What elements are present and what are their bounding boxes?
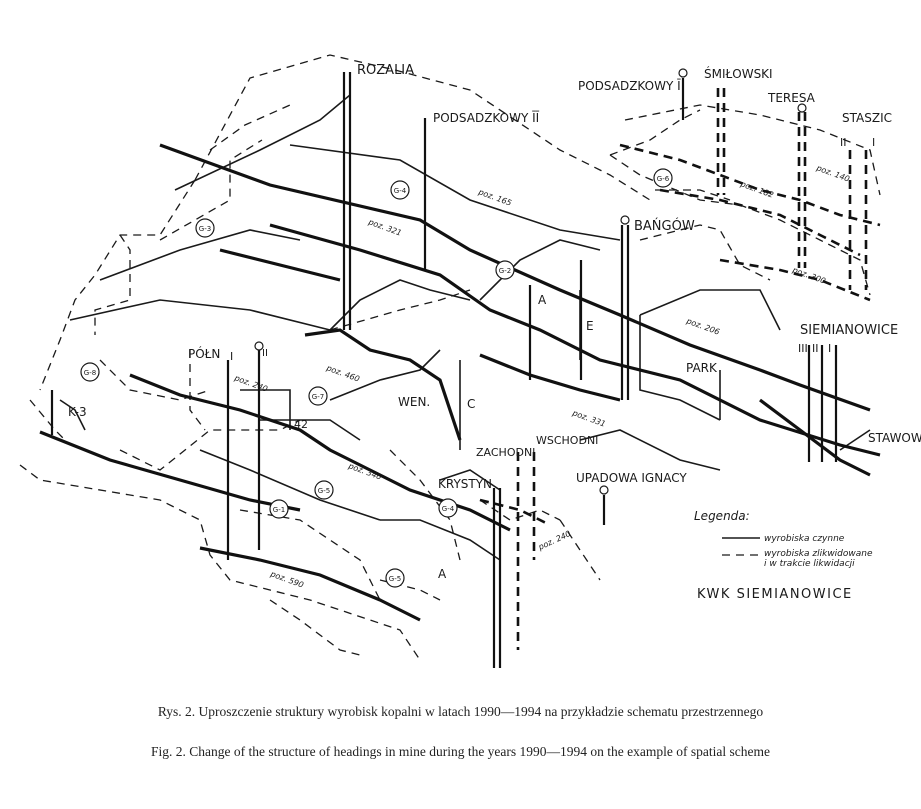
label-stawowy: STAWOWY: [868, 431, 921, 445]
label-c: C: [467, 397, 475, 411]
liquidated-levels: [479, 143, 881, 527]
label-siemianowice: SIEMIANOWICE: [800, 323, 898, 338]
marker-g7: G-7: [308, 386, 328, 406]
label-poln-1: I: [230, 350, 233, 363]
level-poz240b: poz. 240: [536, 529, 572, 552]
label-podsadzkowy-2: PODSADZKOWY ĪĪ: [433, 111, 540, 125]
level-poz140: poz. 140: [814, 163, 850, 184]
label-poln-2: II: [262, 348, 268, 359]
caption-polish: Rys. 2. Uproszczenie struktury wyrobisk …: [157, 704, 764, 719]
level-poz590: poz. 590: [268, 569, 304, 590]
marker-g2: G-2: [495, 260, 515, 280]
label-bangow: BAŃGÓW: [634, 218, 695, 234]
label-wschodni: WSCHODNI: [536, 434, 598, 447]
label-podsadzkowy-1: PODSADZKOWY Ī: [578, 79, 681, 93]
label-a-upper: A: [538, 293, 547, 307]
label-poln: PÓŁN: [188, 346, 220, 361]
shafts: [50, 72, 868, 668]
liquidated-workings: [19, 54, 881, 661]
label-staszic-2: II: [840, 136, 847, 149]
svg-text:G-4: G-4: [394, 187, 407, 195]
headframe-bangow: [620, 215, 630, 225]
level-poz340: poz. 340: [346, 461, 382, 482]
headframe-podsadzkowy-1: [678, 68, 688, 78]
label-42: 42: [294, 418, 308, 431]
headframes: [254, 68, 807, 495]
legend-liquidated-1: wyrobiska zlikwidowane: [764, 549, 873, 559]
svg-text:G-5: G-5: [389, 575, 401, 583]
label-k3: K-3: [68, 405, 87, 419]
svg-text:G-8: G-8: [84, 369, 96, 377]
legend-active: wyrobiska czynne: [764, 534, 845, 544]
level-poz331: poz. 331: [570, 408, 606, 429]
label-rozalia: ROZALIA: [357, 63, 414, 78]
label-wen: WEN.: [398, 395, 430, 409]
label-siem-2: II: [812, 342, 819, 355]
label-zachodni: ZACHODNI: [476, 446, 535, 459]
marker-g4: G-4: [390, 180, 410, 200]
legend: Legenda: wyrobiska czynne wyrobiska zlik…: [694, 509, 873, 602]
shaft-labels: ROZALIA PODSADZKOWY ĪĪ PODSADZKOWY Ī ŚMI…: [68, 63, 921, 581]
level-poz321: poz. 321: [366, 217, 402, 238]
label-smilowski: ŚMIŁOWSKI: [704, 66, 773, 81]
marker-g1: G-1: [269, 499, 289, 519]
svg-text:G-3: G-3: [199, 225, 211, 233]
label-e: E: [586, 319, 594, 333]
g-markers: G-3 G-4 G-6 G-2 G-8 G-7 G-5 G-1 G-4 G-5: [80, 168, 673, 588]
label-siem-1: I: [828, 342, 831, 355]
svg-text:G-6: G-6: [657, 175, 670, 183]
svg-text:G-2: G-2: [499, 267, 511, 275]
svg-text:G-5: G-5: [318, 487, 330, 495]
legend-title: Legenda:: [694, 509, 750, 523]
label-park: PARK: [686, 361, 718, 375]
level-poz300: poz. 300: [790, 265, 826, 286]
marker-g6: G-6: [653, 168, 673, 188]
marker-g42: G-4: [438, 498, 458, 518]
headframe-upadowa: [599, 485, 609, 495]
marker-g8: G-8: [80, 362, 100, 382]
label-a-lower: A: [438, 567, 447, 581]
level-poz206: poz. 206: [684, 316, 720, 337]
label-staszic-1: I: [872, 136, 875, 149]
marker-g5: G-5: [314, 480, 334, 500]
label-upadowa-ignacy: UPADOWA IGNACY: [576, 471, 687, 485]
headframe-poln: [254, 341, 264, 351]
svg-text:G-4: G-4: [442, 505, 455, 513]
level-labels: poz. 165 poz. 321 poz. 182 poz. 140 poz.…: [232, 163, 850, 590]
svg-text:G-7: G-7: [312, 393, 324, 401]
label-siem-3: III: [798, 342, 808, 355]
headframe-teresa: [797, 103, 807, 113]
marker-g3: G-3: [195, 218, 215, 238]
label-krystyn: KRYSTYN: [438, 477, 492, 491]
marker-g9: G-5: [385, 568, 405, 588]
level-poz182: poz. 182: [738, 179, 774, 200]
caption-english: Fig. 2. Change of the structure of headi…: [151, 744, 770, 759]
level-poz460: poz. 460: [324, 363, 360, 384]
label-staszic: STASZIC: [842, 111, 892, 125]
svg-text:G-1: G-1: [273, 506, 285, 514]
mine-name: KWK SIEMIANOWICE: [697, 587, 853, 602]
legend-liquidated-2: i w trakcie likwidacji: [764, 559, 855, 569]
label-teresa: TERESA: [767, 91, 816, 105]
